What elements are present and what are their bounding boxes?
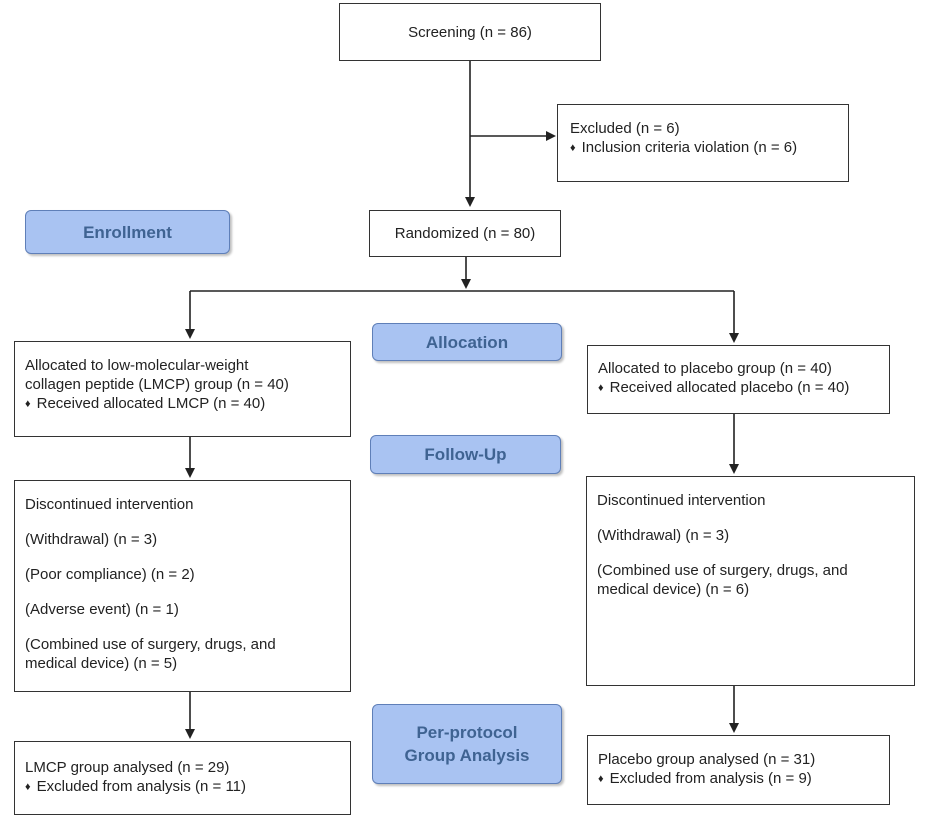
placebo-received: Received allocated placebo (n = 40) [598, 378, 879, 399]
lmcp-analysed-box: LMCP group analysed (n = 29) Excluded fr… [14, 741, 351, 815]
screening-label: Screening (n = 86) [408, 23, 532, 41]
randomized-label: Randomized (n = 80) [394, 225, 536, 242]
placebo-discontinued-box: Discontinued intervention (Withdrawal) (… [586, 476, 915, 686]
lmcp-discontinued-box: Discontinued intervention (Withdrawal) (… [14, 480, 351, 692]
stage-follow-up: Follow-Up [370, 435, 561, 474]
excluded-title: Excluded (n = 6) [570, 120, 680, 137]
screening-box: Screening (n = 86) [339, 3, 601, 61]
lmcp-received: Received allocated LMCP (n = 40) [25, 394, 340, 415]
stage-per-protocol-analysis: Per-protocol Group Analysis [372, 704, 562, 784]
placebo-excluded: Excluded from analysis (n = 9) [598, 769, 879, 790]
excluded-reason: Inclusion criteria violation (n = 6) [570, 138, 836, 159]
lmcp-excluded: Excluded from analysis (n = 11) [25, 777, 340, 798]
stage-enrollment: Enrollment [25, 210, 230, 254]
lmcp-allocated-box: Allocated to low-molecular-weight collag… [14, 341, 351, 437]
lmcp-discontinued-title: Discontinued intervention [25, 496, 194, 513]
placebo-allocated-box: Allocated to placebo group (n = 40) Rece… [587, 345, 890, 414]
placebo-discontinued-title: Discontinued intervention [597, 492, 766, 509]
stage-allocation: Allocation [372, 323, 562, 361]
placebo-analysed-box: Placebo group analysed (n = 31) Excluded… [587, 735, 890, 805]
placebo-analysed: Placebo group analysed (n = 31) [598, 751, 816, 768]
lmcp-analysed: LMCP group analysed (n = 29) [25, 759, 230, 776]
randomized-box: Randomized (n = 80) [369, 210, 561, 257]
excluded-box: Excluded (n = 6) Inclusion criteria viol… [557, 104, 849, 182]
